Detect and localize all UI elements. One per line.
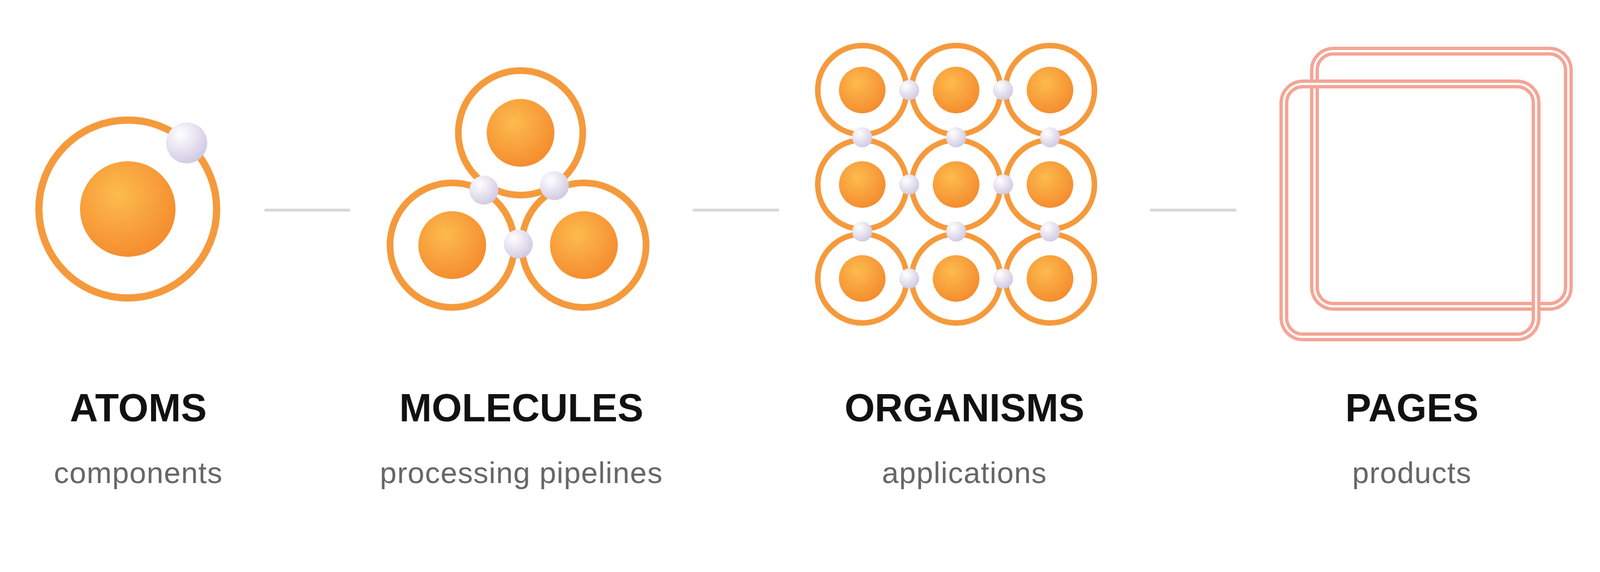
- organism-ring: [817, 140, 907, 229]
- stage-subtitle: applications: [881, 454, 1047, 491]
- organism-ring: [911, 140, 1001, 229]
- molecule-ring: [521, 182, 647, 308]
- organism-bond: [946, 221, 967, 242]
- stage-column: MOLECULES processing pipelines: [348, 22, 694, 512]
- stage-subtitle: processing pipelines: [380, 454, 663, 491]
- organism-figure: [817, 45, 1095, 323]
- stage-title: ORGANISMS: [844, 384, 1085, 432]
- organism-nucleus: [932, 161, 980, 208]
- stage-title: PAGES: [1345, 384, 1479, 432]
- organism-bond: [993, 80, 1014, 100]
- molecule-bond: [540, 171, 569, 200]
- organism-bond: [993, 268, 1014, 289]
- organism-ring: [911, 45, 1001, 135]
- stage-connector: [693, 210, 778, 211]
- organism-bond: [852, 127, 873, 148]
- organism-ring: [817, 45, 907, 135]
- organism-bond: [946, 127, 967, 148]
- organism-bond: [993, 174, 1014, 195]
- stage-column: ATOMS components: [11, 22, 266, 512]
- stage-connector: [1151, 210, 1235, 211]
- organism-bond: [899, 268, 920, 289]
- organism-ring: [1005, 140, 1095, 229]
- molecule-ring: [390, 182, 515, 308]
- organism-nucleus: [932, 66, 980, 114]
- organism-nucleus: [1026, 66, 1074, 114]
- connector-line: [693, 208, 778, 212]
- organism-bond: [852, 221, 873, 242]
- organism-nucleus: [932, 255, 980, 302]
- organism-bond: [899, 174, 920, 195]
- connector-line: [265, 208, 349, 212]
- organism-ring: [817, 233, 907, 323]
- stage-title: MOLECULES: [399, 384, 644, 432]
- organism-bond: [1040, 127, 1060, 148]
- molecule-nucleus: [550, 211, 618, 279]
- stage-title: ATOMS: [70, 384, 207, 432]
- stage-connector: [265, 210, 349, 211]
- molecule-bond: [503, 229, 533, 259]
- stage-column: ORGANISMS applications: [777, 22, 1152, 512]
- organism-ring: [1005, 45, 1095, 135]
- stage-column: PAGES products: [1235, 22, 1589, 512]
- stage-subtitle: components: [53, 454, 223, 491]
- molecule-nucleus: [486, 98, 555, 167]
- organism-nucleus: [838, 161, 886, 208]
- organism-bond: [899, 80, 920, 100]
- stage-subtitle: products: [1352, 454, 1472, 491]
- molecule-bond: [469, 175, 499, 205]
- organism-nucleus: [1026, 255, 1074, 302]
- organism-nucleus: [1026, 161, 1074, 208]
- organism-bond: [1040, 221, 1060, 242]
- organism-ring: [911, 233, 1001, 323]
- pages-figure: [1283, 51, 1569, 337]
- molecule-nucleus: [418, 211, 487, 279]
- organism-nucleus: [838, 255, 886, 302]
- connector-line: [1151, 208, 1235, 212]
- organism-nucleus: [838, 66, 886, 114]
- organism-ring: [1005, 233, 1095, 323]
- molecule-figure: [390, 70, 647, 308]
- atom-figure: [38, 120, 217, 298]
